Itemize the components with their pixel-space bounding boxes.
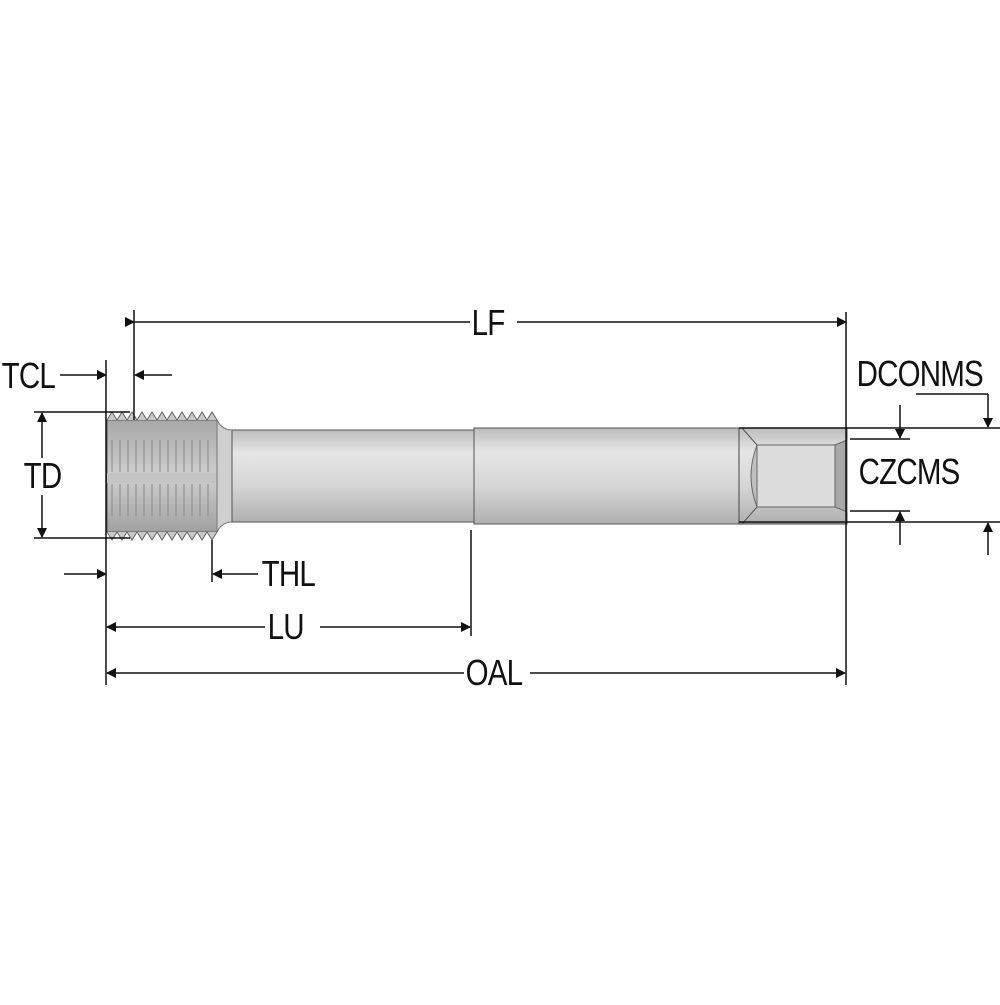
label-dconms: DCONMS [855,353,985,394]
label-td: TD [22,455,63,496]
label-thl: THL [260,553,317,594]
label-lu: LU [266,606,306,647]
label-lf: LF [470,302,507,343]
label-czcms: CZCMS [857,451,962,492]
label-oal: OAL [464,652,524,693]
dimension-lines [34,310,1000,685]
label-tcl: TCL [0,355,57,396]
tap-body [106,411,848,541]
